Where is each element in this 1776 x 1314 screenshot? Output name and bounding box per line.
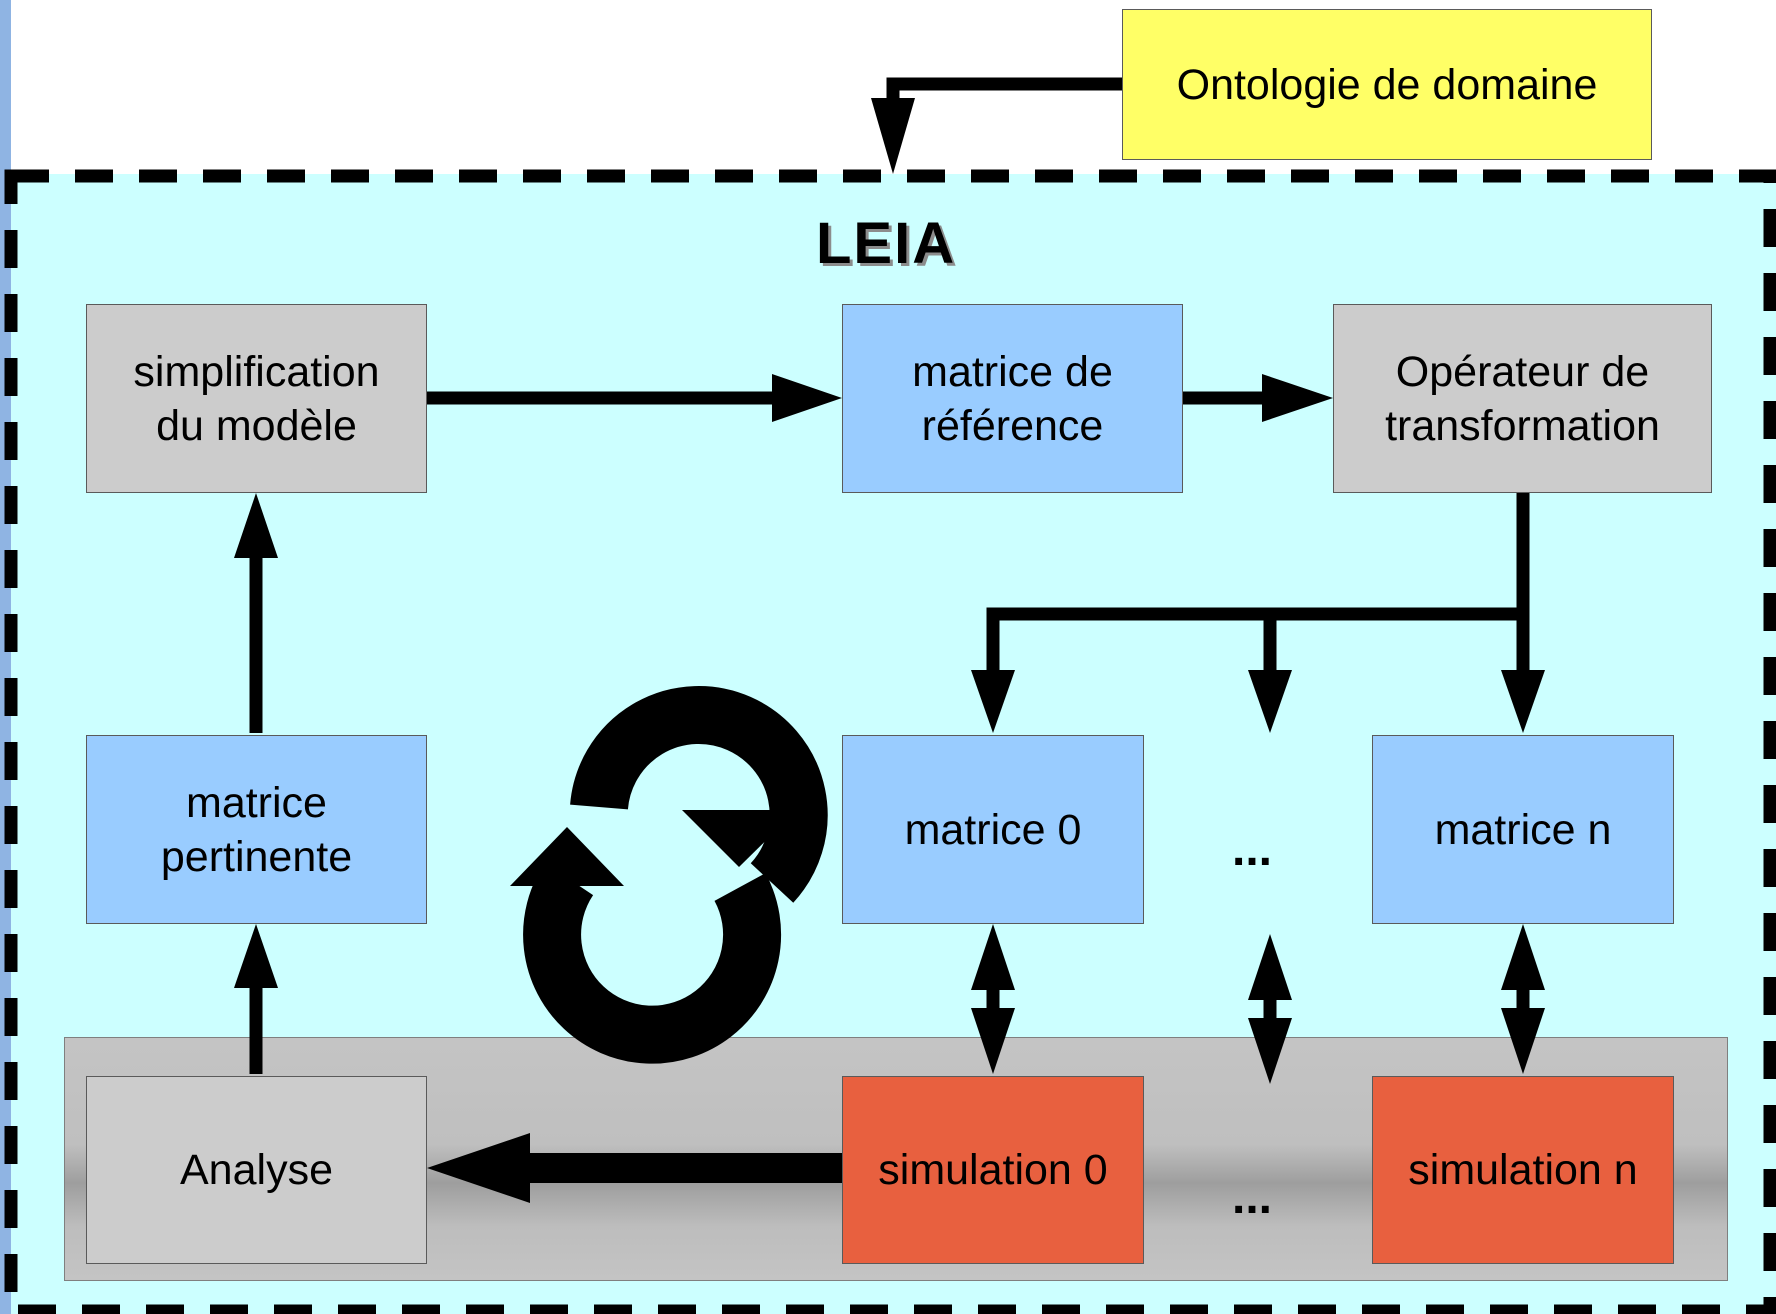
simulation-n-box: simulation n xyxy=(1372,1076,1674,1264)
double-arrow-matrice-0-simulation-0 xyxy=(971,924,1015,1074)
operateur-transformation-box: Opérateur de transformation xyxy=(1333,304,1712,493)
double-arrow-ellipsis xyxy=(1248,934,1292,1084)
simulations-ellipsis: ... xyxy=(1232,1171,1273,1224)
arrowhead-reference xyxy=(772,374,842,422)
simplification-box: simplification du modèle xyxy=(86,304,427,493)
left-edge-strip xyxy=(0,0,11,1314)
matrice-0-box: matrice 0 xyxy=(842,735,1144,924)
double-arrow-matrice-n-simulation-n xyxy=(1501,924,1545,1074)
arrowhead-matrice-0 xyxy=(971,670,1015,733)
arrowhead-simplification xyxy=(234,493,278,558)
leia-dashed-border xyxy=(4,169,1776,1314)
arrowhead-analyse xyxy=(427,1133,530,1203)
arrowhead-pertinente xyxy=(234,924,278,988)
matrice-n-box: matrice n xyxy=(1372,735,1674,924)
arrowhead-ontologie xyxy=(871,98,915,174)
matrice-pertinente-box: matrice pertinente xyxy=(86,735,427,924)
arrowhead-matrice-ellipsis xyxy=(1248,670,1292,733)
arrow-ontologie-to-leia xyxy=(886,77,1123,110)
arrowhead-matrice-n xyxy=(1501,670,1545,733)
branch-operateur-to-matrices xyxy=(986,493,1530,680)
analyse-box: Analyse xyxy=(86,1076,427,1264)
cycle-icon xyxy=(510,686,828,1064)
ontologie-de-domaine-box: Ontologie de domaine xyxy=(1122,9,1652,160)
simulation-0-box: simulation 0 xyxy=(842,1076,1144,1264)
arrowhead-operateur xyxy=(1262,374,1333,422)
leia-title: LEIA xyxy=(816,211,957,276)
matrices-ellipsis: ... xyxy=(1232,823,1273,876)
matrice-reference-box: matrice de référence xyxy=(842,304,1183,493)
